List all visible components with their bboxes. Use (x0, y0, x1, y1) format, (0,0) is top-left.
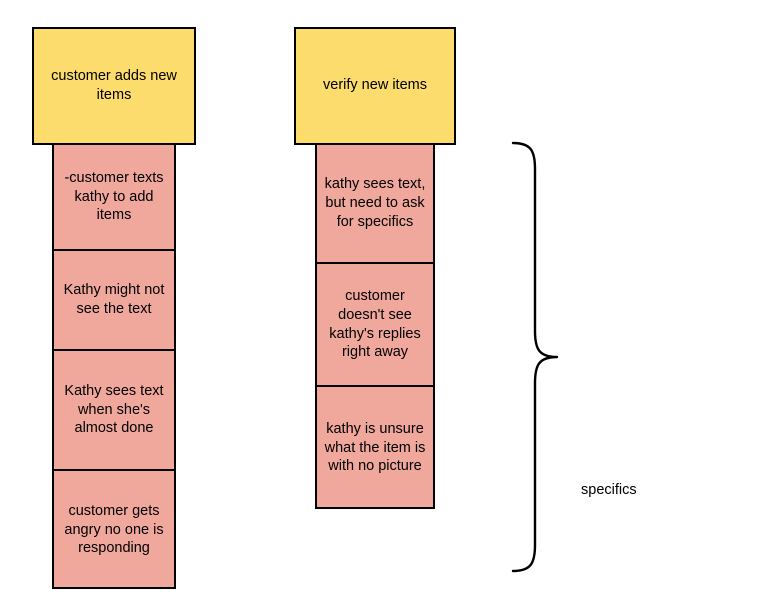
detail-stack-column-2: kathy sees text, but need to ask for spe… (315, 145, 435, 509)
detail-box[interactable]: kathy sees text, but need to ask for spe… (324, 176, 426, 230)
detail-box[interactable]: -customer texts kathy to add items (64, 169, 164, 224)
detail-box[interactable]: Kathy might not see the text (54, 249, 174, 349)
detail-stack-column-1: -customer texts kathy to add items Kathy… (52, 145, 176, 589)
brace-annotation: specifics (505, 135, 637, 580)
brace-label: specifics (581, 482, 637, 498)
detail-box[interactable]: kathy is unsure what the item is with no… (317, 385, 433, 509)
detail-box[interactable]: customer doesn't see kathy's replies rig… (317, 262, 433, 385)
header-box-column-2[interactable]: verify new items (294, 27, 456, 145)
detail-box[interactable]: Kathy sees text when she's almost done (54, 349, 174, 469)
curly-brace-icon (511, 141, 559, 573)
header-box-column-1[interactable]: customer adds new items (32, 27, 196, 145)
detail-box[interactable]: customer gets angry no one is responding (54, 469, 174, 589)
